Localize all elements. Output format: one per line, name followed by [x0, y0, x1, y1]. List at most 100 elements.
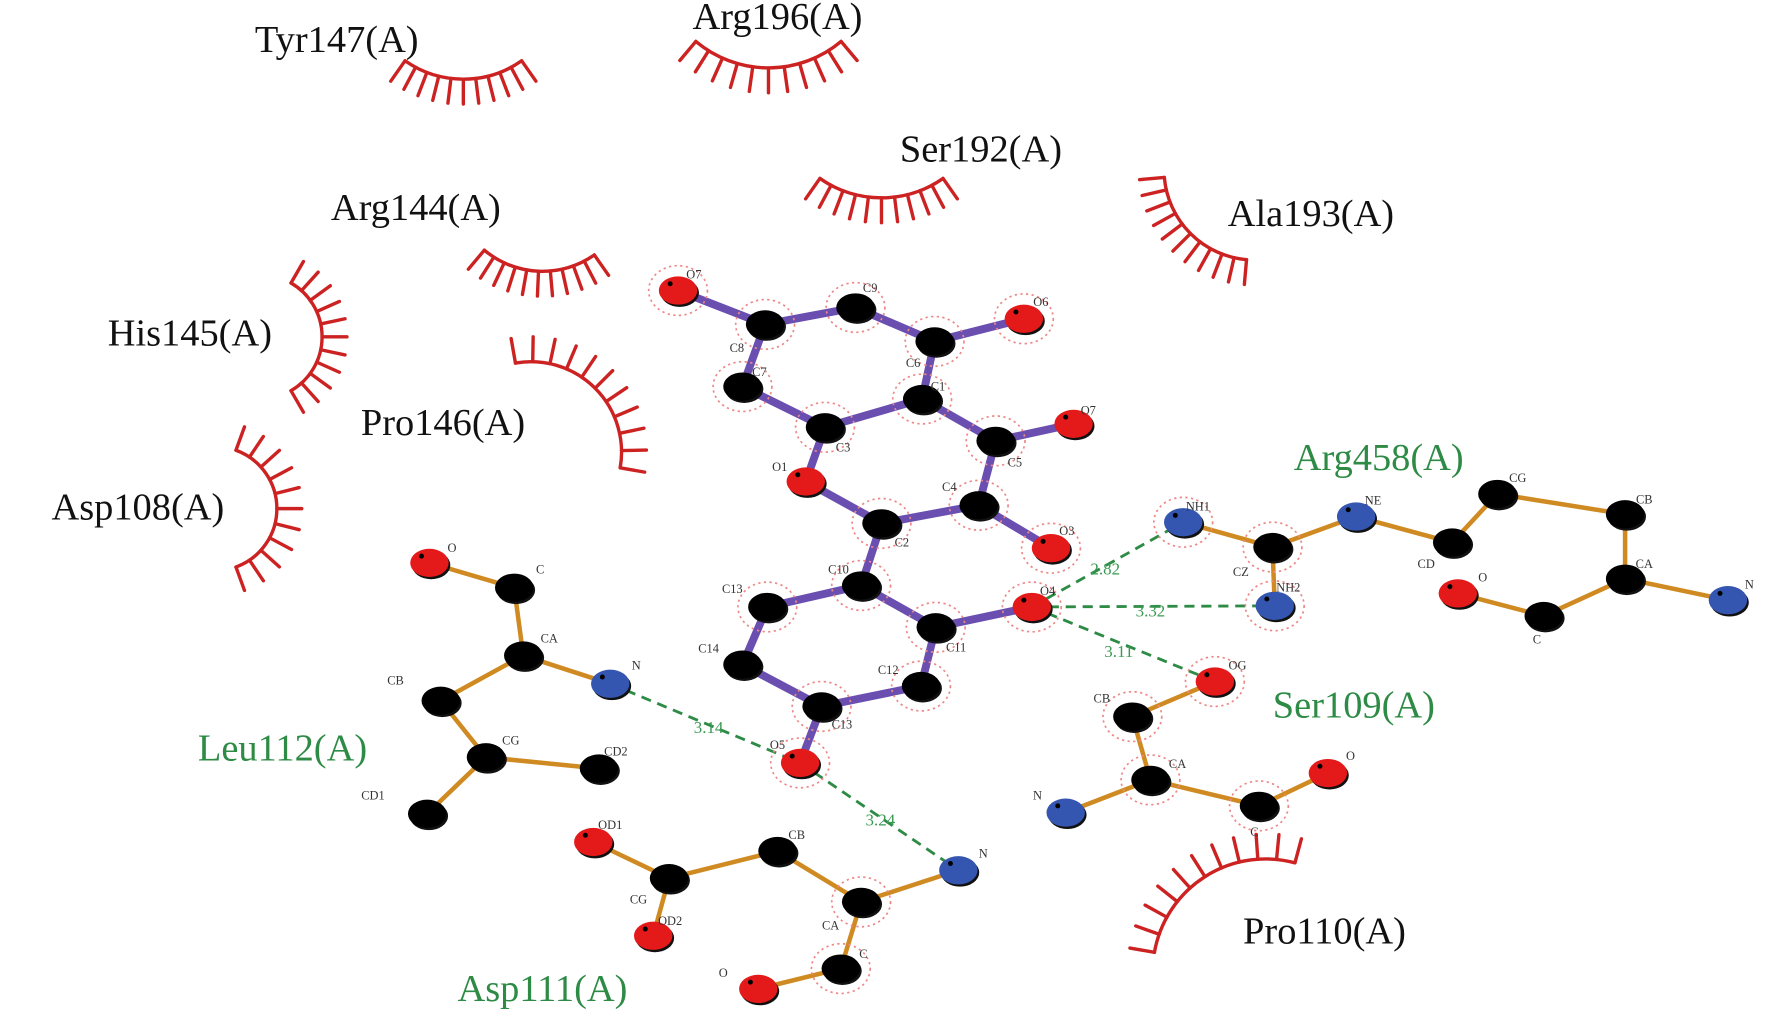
- atom-label: CD2: [604, 745, 627, 759]
- hydrophobic-arc: [509, 335, 649, 474]
- atom-label: C14: [698, 642, 719, 656]
- atom-o: [1308, 758, 1349, 790]
- atom-label: CD: [1418, 557, 1435, 571]
- contact-halo: [904, 315, 965, 368]
- hydrophobic-arc: [389, 59, 538, 106]
- atom-c: [466, 743, 507, 774]
- atom-label: C: [536, 563, 544, 577]
- atom-c: [1478, 479, 1519, 511]
- contact-halo: [890, 660, 952, 712]
- atom-label: O1: [772, 460, 787, 474]
- atom-label: CG: [502, 733, 519, 747]
- atom-c: [805, 413, 846, 444]
- hbond-distance-label: 3.32: [1136, 601, 1166, 620]
- atom-c: [723, 650, 764, 681]
- atom-o: [1054, 409, 1095, 441]
- atom-c: [649, 864, 690, 895]
- atom-label: OG: [1228, 659, 1246, 673]
- atom-label: O: [719, 966, 728, 980]
- hbond-distance-label: 3.24: [866, 811, 896, 830]
- atom-o: [1195, 667, 1236, 698]
- residue-label-hbond: Asp111(A): [457, 968, 627, 1010]
- atom-c: [1239, 791, 1280, 823]
- atom-o: [1004, 304, 1045, 336]
- atom-label: O: [448, 541, 457, 555]
- atom-label: CA: [541, 632, 558, 646]
- atom-c: [916, 613, 957, 644]
- atom-label: C7: [752, 365, 767, 379]
- atom-label: C13: [722, 582, 743, 596]
- atom-c: [802, 692, 843, 723]
- atom-c: [421, 686, 462, 718]
- atom-label: C3: [836, 441, 851, 455]
- atom-label: C10: [828, 563, 849, 577]
- atom-c: [1113, 702, 1154, 733]
- atom-label: O3: [1059, 524, 1074, 538]
- contact-halo: [791, 680, 852, 733]
- atom-label: O: [1346, 749, 1355, 763]
- atom-n: [1164, 508, 1205, 539]
- atom-n: [1708, 586, 1749, 617]
- hydrophobic-contacts: [234, 39, 1304, 955]
- atom-label: NH1: [1186, 499, 1210, 513]
- atom-label: C2: [895, 536, 910, 550]
- atom-label: N: [979, 846, 988, 860]
- contact-halo: [851, 497, 912, 550]
- contact-halo: [1102, 690, 1163, 743]
- contact-halo: [810, 942, 872, 995]
- hydrogen-bond-line: [1031, 520, 1184, 609]
- contact-halo: [993, 293, 1055, 345]
- atom-label: C9: [863, 281, 878, 295]
- atom-o: [658, 276, 699, 307]
- hydrogen-bonds: [609, 520, 1275, 872]
- contact-halo: [1152, 496, 1214, 548]
- atom-label: O7: [686, 268, 701, 282]
- atom-label: N: [632, 659, 641, 673]
- atom-c: [1605, 500, 1646, 531]
- residue-label-hydrophobic: Tyr147(A): [255, 19, 419, 61]
- atom-c: [494, 573, 536, 605]
- atom-c: [841, 571, 883, 602]
- residue-label-hydrophobic: His145(A): [108, 313, 272, 355]
- atom-c: [1605, 564, 1646, 596]
- hydrophobic-arc: [1137, 175, 1249, 287]
- atom-c: [902, 384, 944, 416]
- atom-o: [780, 748, 822, 780]
- atom-c: [862, 509, 903, 540]
- atom-label: C12: [878, 663, 899, 677]
- atom-c: [1524, 601, 1565, 633]
- atom-label: CB: [1094, 691, 1111, 705]
- atom-c: [504, 641, 545, 672]
- atom-label: CB: [1636, 493, 1653, 507]
- atom-c: [579, 754, 620, 785]
- atom-c: [723, 372, 764, 403]
- atom-label: C11: [946, 641, 966, 655]
- residue-label-hbond: Leu112(A): [198, 727, 367, 769]
- atom-label: CZ: [1233, 565, 1249, 579]
- atom-c: [758, 836, 799, 868]
- contact-halo: [769, 737, 831, 789]
- atom-label: N: [1033, 789, 1042, 803]
- atom-label: CG: [630, 893, 647, 907]
- residue-label-hydrophobic: Arg144(A): [331, 187, 501, 229]
- hydrogen-bond-line: [1031, 604, 1275, 609]
- hydrophobic-arc: [803, 176, 960, 225]
- contact-halo: [1020, 522, 1082, 574]
- residue-label-hydrophobic: Ser192(A): [900, 128, 1062, 170]
- atom-label: CB: [387, 673, 404, 687]
- atom-c: [748, 592, 789, 624]
- contact-halo: [825, 281, 886, 334]
- atom-label: C13: [832, 717, 853, 731]
- labels: Tyr147(A)Arg196(A)Ser192(A)Arg144(A)Ala1…: [51, 0, 1753, 1010]
- atom-label: N: [1745, 577, 1754, 591]
- hydrogen-bond-line: [799, 761, 960, 872]
- residue-label-hbond: Arg458(A): [1294, 437, 1464, 479]
- atom-label: O4: [1040, 584, 1056, 598]
- atom-label: O: [1478, 571, 1487, 585]
- atom-label: OD2: [658, 914, 682, 928]
- atom-o: [410, 548, 451, 580]
- atom-o: [574, 827, 615, 859]
- atom-c: [915, 327, 956, 358]
- atom-label: C: [1533, 633, 1541, 647]
- residue-label-hydrophobic: Arg196(A): [693, 0, 863, 38]
